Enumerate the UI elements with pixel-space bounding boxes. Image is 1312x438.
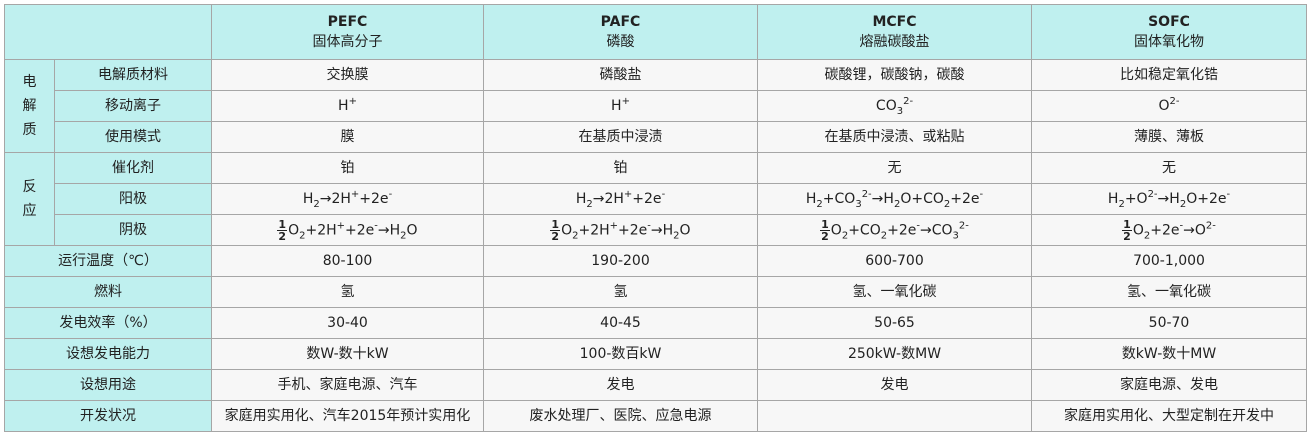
cell: 600-700 [757,245,1032,277]
row-catalyst: 反 应 催化剂 铂 铂 无 无 [4,152,1307,246]
cell: 250kW-数MW [757,338,1032,370]
column-code: PAFC [600,14,641,30]
cell: 膜 [211,121,484,153]
cell [757,400,1032,432]
column-header-pefc: PEFC 固体高分子 [211,4,484,60]
corner-cell [4,4,212,60]
cell: 在基质中浸渍 [483,121,758,153]
cell: 50-70 [1031,307,1307,339]
row-usage-mode: 使用模式 膜 在基质中浸渍 在基质中浸渍、或粘贴 薄膜、薄板 [5,121,1307,153]
cell-formula: H2→2H++2e- [483,183,758,215]
cell: 无 [757,152,1032,184]
cell: 发电 [483,369,758,401]
column-header-mcfc: MCFC 熔融碳酸盐 [757,4,1032,60]
cell: 80-100 [211,245,484,277]
row-mobile-ion: 移动离子 H+ H+ CO32- O2- [5,90,1307,122]
group-char: 应 [22,203,37,219]
cell: 家庭用实用化、大型定制在开发中 [1031,400,1307,432]
row-label: 运行温度（℃） [4,245,212,277]
cell-formula: H2+O2-→H2O+2e- [1031,183,1307,215]
cell: 薄膜、薄板 [1031,121,1307,153]
cell: 100-数百kW [483,338,758,370]
column-name: 固体高分子 [312,34,383,50]
group-char: 解 [22,98,37,114]
column-code: PEFC [327,14,368,30]
cell: 50-65 [757,307,1032,339]
row-label: 阴极 [54,214,212,246]
column-code: MCFC [872,14,917,30]
row-anode: 阳极 H2→2H++2e- H2→2H++2e- H2+CO32-→H2O+CO… [5,183,1307,215]
column-header-sofc: SOFC 固体氧化物 [1031,4,1307,60]
cell: 铂 [211,152,484,184]
row-label: 电解质材料 [54,59,212,91]
cell: 家庭电源、发电 [1031,369,1307,401]
cell: 40-45 [483,307,758,339]
row-label: 阳极 [54,183,212,215]
column-name: 固体氧化物 [1134,34,1204,50]
cell: 手机、家庭电源、汽车 [211,369,484,401]
cell: 氢 [483,276,758,308]
column-header-pafc: PAFC 磷酸 [483,4,758,60]
cell: 氢、一氧化碳 [1031,276,1307,308]
row-label: 发电效率（%） [4,307,212,339]
row-label: 移动离子 [54,90,212,122]
cell: 发电 [757,369,1032,401]
cell-formula: O2- [1031,90,1307,122]
fuel-cell-comparison-table: PEFC 固体高分子 PAFC 磷酸 MCFC 熔融碳酸盐 SOFC 固体氧化物 电 解… [4,4,1307,432]
cell: 铂 [483,152,758,184]
cell: 30-40 [211,307,484,339]
cell: 在基质中浸渍、或粘贴 [757,121,1032,153]
group-electrolyte: 电 解 质 [4,59,55,153]
row-efficiency: 发电效率（%） 30-40 40-45 50-65 50-70 [4,307,1307,339]
group-char: 电 [22,74,37,90]
row-label: 燃料 [4,276,212,308]
cell: 氢 [211,276,484,308]
group-reaction: 反 应 [4,152,55,246]
group-char: 反 [22,179,37,195]
row-fuel: 燃料 氢 氢 氢、一氧化碳 氢、一氧化碳 [4,276,1307,308]
cell: 家庭用实用化、汽车2015年预计实用化 [211,400,484,432]
cell: 无 [1031,152,1307,184]
row-label: 开发状况 [4,400,212,432]
cell: 交换膜 [211,59,484,91]
cell-formula: H+ [483,90,758,122]
header-row: PEFC 固体高分子 PAFC 磷酸 MCFC 熔融碳酸盐 SOFC 固体氧化物 [4,4,1307,60]
cell: 比如稳定氧化锆 [1031,59,1307,91]
cell: 数kW-数十MW [1031,338,1307,370]
group-char: 质 [22,122,37,138]
cell-formula: H+ [211,90,484,122]
row-label: 使用模式 [54,121,212,153]
row-label: 设想用途 [4,369,212,401]
cell: 氢、一氧化碳 [757,276,1032,308]
cell: 磷酸盐 [483,59,758,91]
cell-formula: H2+CO32-→H2O+CO2+2e- [757,183,1032,215]
row-application: 设想用途 手机、家庭电源、汽车 发电 发电 家庭电源、发电 [4,369,1307,401]
cell-formula: H2→2H++2e- [211,183,484,215]
column-name: 熔融碳酸盐 [859,34,930,50]
row-capacity: 设想发电能力 数W-数十kW 100-数百kW 250kW-数MW 数kW-数十… [4,338,1307,370]
cell: 190-200 [483,245,758,277]
row-temperature: 运行温度（℃） 80-100 190-200 600-700 700-1,000 [4,245,1307,277]
column-code: SOFC [1148,14,1190,30]
cell: 数W-数十kW [211,338,484,370]
cell: 碳酸锂，碳酸钠，碳酸 [757,59,1032,91]
row-development-status: 开发状况 家庭用实用化、汽车2015年预计实用化 废水处理厂、医院、应急电源 家… [4,400,1307,432]
cell: 废水处理厂、医院、应急电源 [483,400,758,432]
cell-formula: CO32- [757,90,1032,122]
column-name: 磷酸 [606,34,635,50]
row-label: 设想发电能力 [4,338,212,370]
cell: 700-1,000 [1031,245,1307,277]
row-label: 催化剂 [54,152,212,184]
row-electrolyte-material: 电 解 质 电解质材料 交换膜 磷酸盐 碳酸锂，碳酸钠，碳酸 比如稳定氧化锆 [4,59,1307,153]
